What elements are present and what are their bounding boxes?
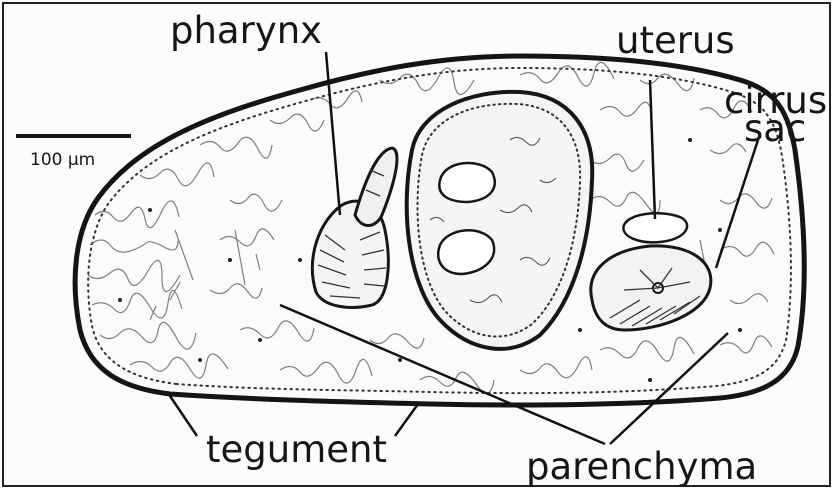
label-uterus: uterus xyxy=(616,22,735,59)
label-cirrus-sac-line2: sac xyxy=(744,110,806,147)
tegument-leader-2 xyxy=(395,404,418,436)
scale-bar-label: 100 µm xyxy=(30,152,95,169)
label-pharynx: pharynx xyxy=(170,12,322,49)
label-tegument: tegument xyxy=(206,431,387,468)
label-parenchyma: parenchyma xyxy=(526,448,757,485)
tegument-leader-1 xyxy=(170,396,197,436)
